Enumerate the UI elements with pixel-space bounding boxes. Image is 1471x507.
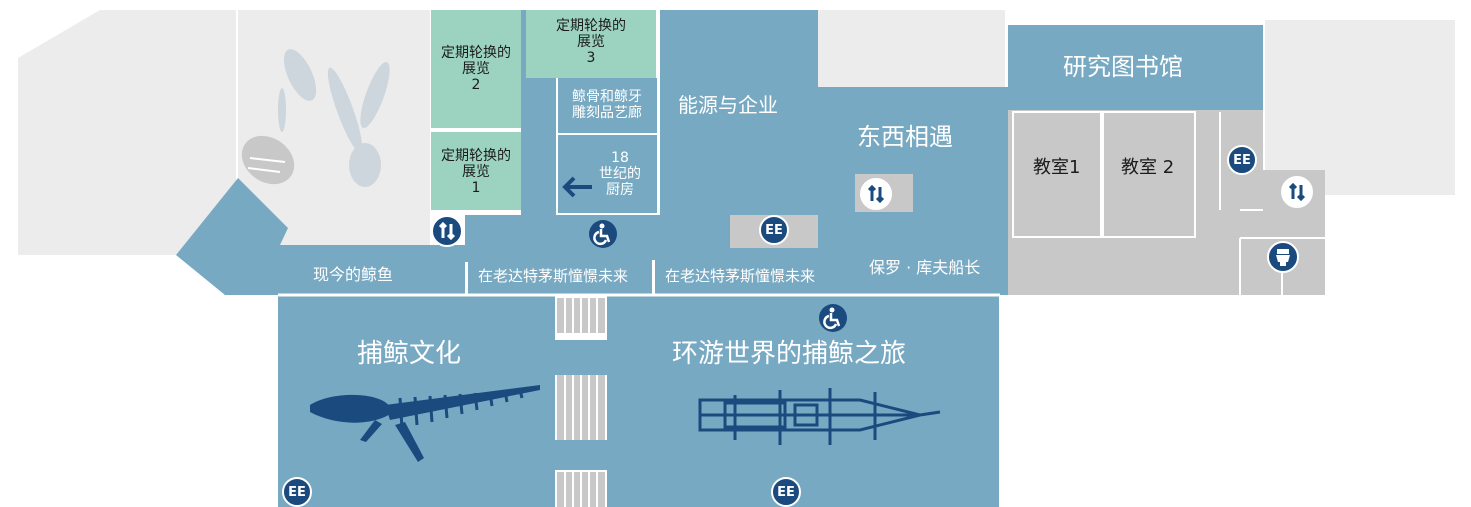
paul-cuffe-room[interactable] (860, 237, 1008, 295)
energy-enterprise-label: 能源与企业 (678, 93, 778, 117)
whale-skeleton-illustration (310, 385, 540, 462)
rotating-exhibit-2-label: 定期轮换的 展览 2 (441, 45, 511, 94)
exit-icon[interactable]: EE (771, 477, 801, 507)
elevator-icon[interactable] (1281, 176, 1313, 208)
elevator-icon[interactable] (431, 215, 463, 247)
scrimshaw-gallery[interactable] (557, 78, 657, 133)
rotating-exhibit-1-label: 定期轮换的 展览 1 (441, 148, 511, 197)
skeleton-illustration-top (278, 49, 390, 187)
exit-icon[interactable]: EE (759, 215, 789, 245)
dome-feature (241, 135, 295, 185)
exit-icon[interactable]: EE (282, 477, 312, 507)
whales-today-hall[interactable] (176, 178, 465, 295)
classroom-2-label: 教室 2 (1121, 157, 1175, 178)
arrow-left-icon (560, 172, 594, 202)
classroom-1-label: 教室1 (1033, 157, 1081, 178)
longing-label-2: 在老达特茅斯憧憬未来 (665, 267, 816, 285)
longing-label-1: 在老达特茅斯憧憬未来 (478, 267, 629, 285)
kitchen-label: 18 世纪的 厨房 (599, 150, 641, 199)
east-meets-west-lower (860, 212, 1008, 237)
elevator-icon[interactable] (860, 178, 892, 210)
research-library[interactable] (1008, 25, 1263, 110)
classroom-1[interactable] (1012, 111, 1102, 238)
corridor-divider (652, 260, 655, 295)
energy-enterprise-room[interactable] (660, 10, 818, 215)
kitchen-room[interactable] (557, 135, 657, 213)
whaling-ship-illustration (698, 388, 941, 445)
east-gray-area (1265, 20, 1455, 195)
restroom-icon[interactable] (1267, 241, 1299, 273)
stair-treads (564, 298, 598, 507)
whales-today-label: 现今的鲸鱼 (313, 265, 394, 284)
corridor-divider-2 (465, 262, 468, 295)
whaling-culture-label: 捕鲸文化 (357, 339, 462, 369)
rotating-exhibit-3[interactable] (526, 10, 656, 78)
upper-gray-area (818, 10, 1005, 87)
wheelchair-icon[interactable] (588, 219, 618, 249)
wheelchair-icon[interactable] (818, 303, 848, 333)
east-meets-west-label: 东西相遇 (857, 123, 953, 151)
rotating-exhibit-2[interactable] (431, 10, 521, 128)
exit-icon[interactable]: EE (1227, 145, 1257, 175)
voyage-left-bay (555, 340, 610, 375)
paul-cuffe-label: 保罗 · 库夫船长 (869, 258, 981, 277)
scrimshaw-gallery-label: 鲸骨和鲸牙 雕刻品艺廊 (572, 89, 642, 122)
rotating-exhibit-1[interactable] (431, 132, 521, 210)
white-divider-1 (236, 10, 238, 185)
classroom-2[interactable] (1102, 111, 1196, 238)
rotating-exhibit-3-label: 定期轮换的 展览 3 (556, 18, 626, 67)
connector-vertical (818, 212, 860, 295)
research-library-label: 研究图书馆 (1063, 53, 1183, 81)
west-gallery-area (18, 10, 430, 255)
voyage-lower-bay (555, 440, 610, 470)
hall-connector (521, 78, 557, 215)
whaling-voyage-label: 环游世界的捕鲸之旅 (672, 339, 907, 369)
